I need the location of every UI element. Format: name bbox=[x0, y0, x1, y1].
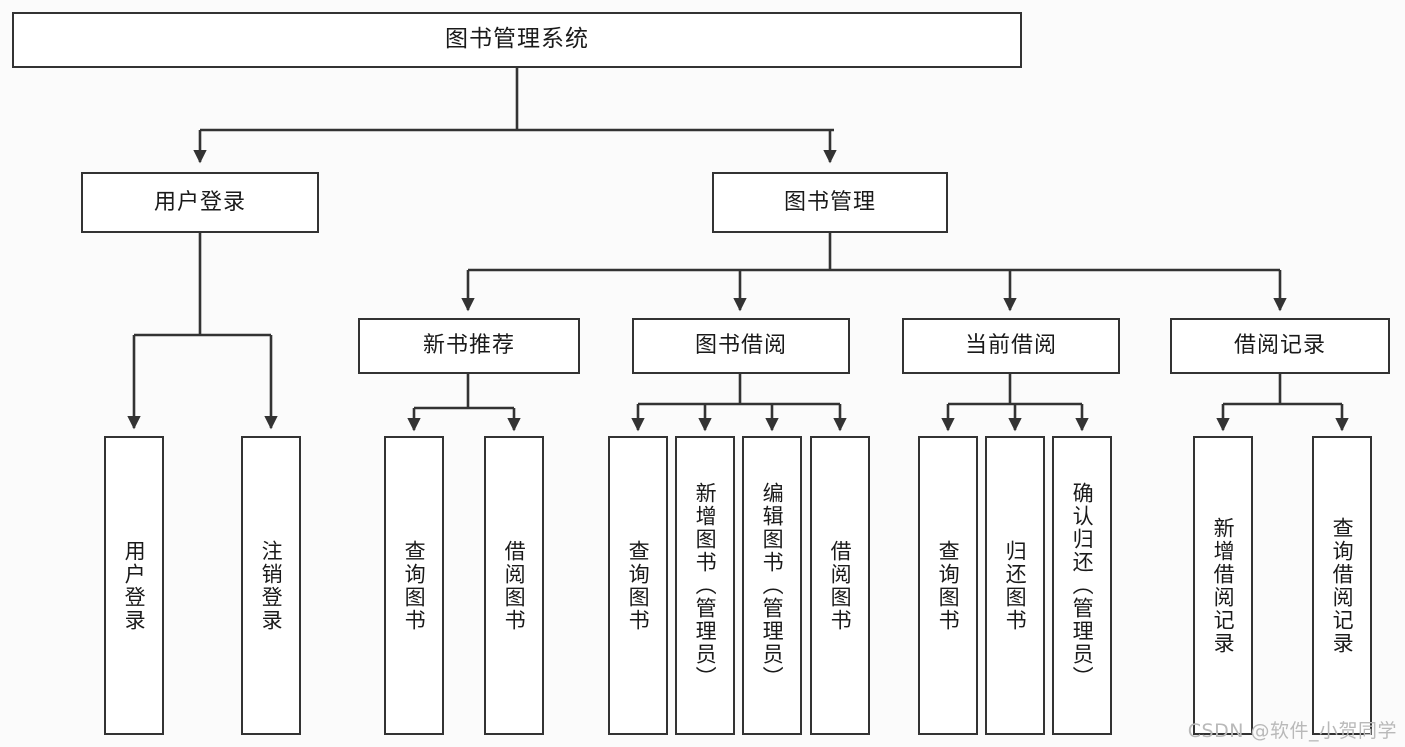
node-user-login[interactable]: 用户登录 bbox=[81, 172, 319, 233]
node-label: 借阅图书 bbox=[828, 539, 853, 632]
node-new-book-recommendation[interactable]: 新书推荐 bbox=[358, 318, 580, 374]
node-label: 用户登录 bbox=[122, 539, 147, 632]
node-label: 新书推荐 bbox=[422, 333, 515, 359]
node-root-library-management-system[interactable]: 图书管理系统 bbox=[12, 12, 1022, 68]
node-label: 当前借阅 bbox=[964, 333, 1057, 359]
node-label: 图书管理 bbox=[783, 189, 876, 215]
leaf-add-borrow-record[interactable]: 新增借阅记录 bbox=[1193, 436, 1253, 735]
leaf-query-books-recommendation[interactable]: 查询图书 bbox=[384, 436, 444, 735]
node-label: 查询借阅记录 bbox=[1330, 516, 1355, 655]
node-label: 借阅图书 bbox=[502, 539, 527, 632]
leaf-borrow-books-recommendation[interactable]: 借阅图书 bbox=[484, 436, 544, 735]
node-label: 新增图书（管理员） bbox=[693, 482, 718, 689]
node-label: 确认归还（管理员） bbox=[1070, 482, 1095, 689]
node-label: 借阅记录 bbox=[1233, 333, 1326, 359]
node-label: 注销登录 bbox=[259, 539, 284, 632]
node-label: 图书借阅 bbox=[694, 333, 787, 359]
node-label: 新增借阅记录 bbox=[1211, 516, 1236, 655]
leaf-confirm-return-admin[interactable]: 确认归还（管理员） bbox=[1052, 436, 1112, 735]
node-label: 查询图书 bbox=[936, 539, 961, 632]
leaf-borrow-books-borrowing[interactable]: 借阅图书 bbox=[810, 436, 870, 735]
leaf-user-login[interactable]: 用户登录 bbox=[104, 436, 164, 735]
leaf-query-books-current[interactable]: 查询图书 bbox=[918, 436, 978, 735]
node-label: 查询图书 bbox=[626, 539, 651, 632]
leaf-logout[interactable]: 注销登录 bbox=[241, 436, 301, 735]
watermark-csdn: CSDN @软件_小贺同学 bbox=[1187, 720, 1397, 742]
node-label: 图书管理系统 bbox=[445, 26, 589, 53]
node-book-management[interactable]: 图书管理 bbox=[712, 172, 948, 233]
node-label: 查询图书 bbox=[402, 539, 427, 632]
node-label: 用户登录 bbox=[153, 189, 246, 215]
leaf-edit-book-admin[interactable]: 编辑图书（管理员） bbox=[742, 436, 802, 735]
node-current-borrowing[interactable]: 当前借阅 bbox=[902, 318, 1120, 374]
node-label: 编辑图书（管理员） bbox=[760, 482, 785, 689]
leaf-return-books[interactable]: 归还图书 bbox=[985, 436, 1045, 735]
node-borrow-records[interactable]: 借阅记录 bbox=[1170, 318, 1390, 374]
node-label: 归还图书 bbox=[1003, 539, 1028, 632]
leaf-query-borrow-record[interactable]: 查询借阅记录 bbox=[1312, 436, 1372, 735]
leaf-add-book-admin[interactable]: 新增图书（管理员） bbox=[675, 436, 735, 735]
leaf-query-books-borrowing[interactable]: 查询图书 bbox=[608, 436, 668, 735]
node-book-borrowing[interactable]: 图书借阅 bbox=[632, 318, 850, 374]
